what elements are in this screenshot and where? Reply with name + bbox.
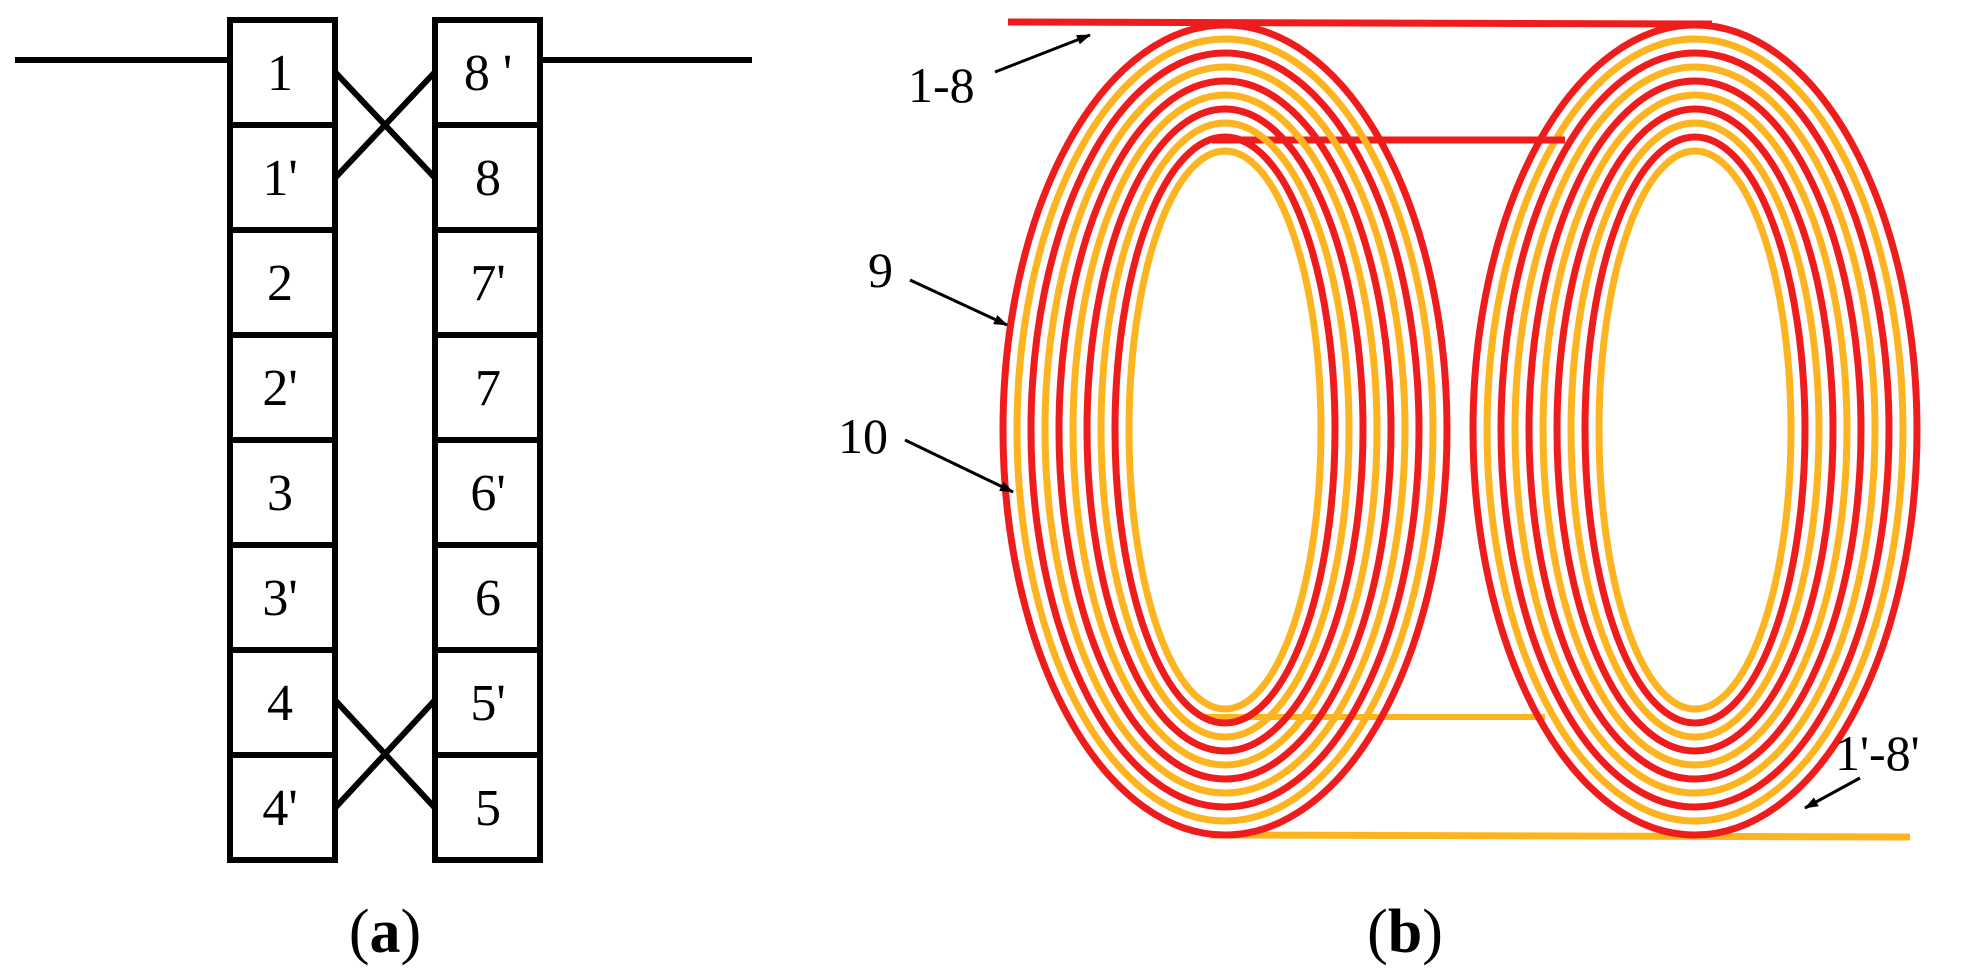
- left-cell-label: 4': [262, 780, 297, 837]
- left-coil-ring: [1041, 63, 1409, 797]
- inner-layer-arrow: [904, 438, 1014, 494]
- left-coil-ring: [1097, 119, 1353, 741]
- left-cell-label: 3: [267, 465, 293, 522]
- panel-b-coil-drawing: 1-8 9 10 1'-8': [838, 18, 1921, 841]
- left-coil-ring: [999, 21, 1451, 839]
- right-coil-ring: [1525, 77, 1865, 783]
- top-lead-label: 1-8: [908, 57, 975, 113]
- top-lead-arrow: [994, 33, 1091, 74]
- inner-layer-label: 10: [838, 408, 888, 464]
- right-coil-ring: [1511, 63, 1879, 797]
- right-cell-label: 7': [470, 255, 505, 312]
- right-cell-label: 7: [475, 360, 501, 417]
- right-coil-ring: [1539, 91, 1851, 769]
- right-coil-ring: [1483, 35, 1907, 825]
- outer-layer-arrow: [909, 278, 1008, 327]
- right-coil-ring: [1497, 49, 1893, 811]
- right-coil-ring: [1581, 133, 1809, 727]
- panel-a-caption: (a): [349, 898, 421, 966]
- left-coil-ring: [1055, 77, 1395, 783]
- top-crossover-line-2: [332, 69, 438, 181]
- left-coil-ring: [1013, 35, 1437, 825]
- left-cell-label: 1': [262, 150, 297, 207]
- right-coil-ring: [1567, 119, 1823, 741]
- callout-arrows: [904, 33, 1861, 810]
- left-cell-label: 2': [262, 360, 297, 417]
- left-cell-label: 3': [262, 570, 297, 627]
- bottom-lead-arrow: [1804, 776, 1861, 810]
- left-cell-label: 2: [267, 255, 293, 312]
- right-coil-ring: [1595, 147, 1795, 713]
- right-cell-label: 5: [475, 780, 501, 837]
- left-coil-ring: [1125, 147, 1325, 713]
- left-coil-ring: [1069, 91, 1381, 769]
- top-lead-conductor: [1007, 18, 1713, 28]
- bottom-crossover-line-2: [332, 697, 438, 811]
- right-coil-ring: [1553, 105, 1837, 755]
- right-cell-label: 6': [470, 465, 505, 522]
- right-cell-label: 8: [475, 150, 501, 207]
- left-cell-label: 4: [267, 675, 293, 732]
- right-cell-label: 8 ': [464, 45, 512, 102]
- right-cell-label: 6: [475, 570, 501, 627]
- left-coil-ring: [1027, 49, 1423, 811]
- outer-layer-label: 9: [868, 242, 893, 298]
- right-cell-label: 5': [470, 675, 505, 732]
- left-coil: [999, 21, 1451, 839]
- bottom-lead-label: 1'-8': [1835, 725, 1920, 781]
- left-coil-ring: [1083, 105, 1367, 755]
- panel-b-caption: (b): [1367, 898, 1443, 966]
- right-column-labels: 8 ' 8 7' 7 6' 6 5' 5: [464, 45, 512, 837]
- left-coil-ring: [1111, 133, 1339, 727]
- bottom-lead-conductor: [1209, 831, 1911, 841]
- left-column-labels: 1 1' 2 2' 3 3' 4 4': [262, 45, 297, 837]
- right-coil: [1469, 21, 1921, 839]
- panel-a-winding-diagram: [15, 17, 752, 863]
- left-cell-label: 1: [267, 45, 293, 102]
